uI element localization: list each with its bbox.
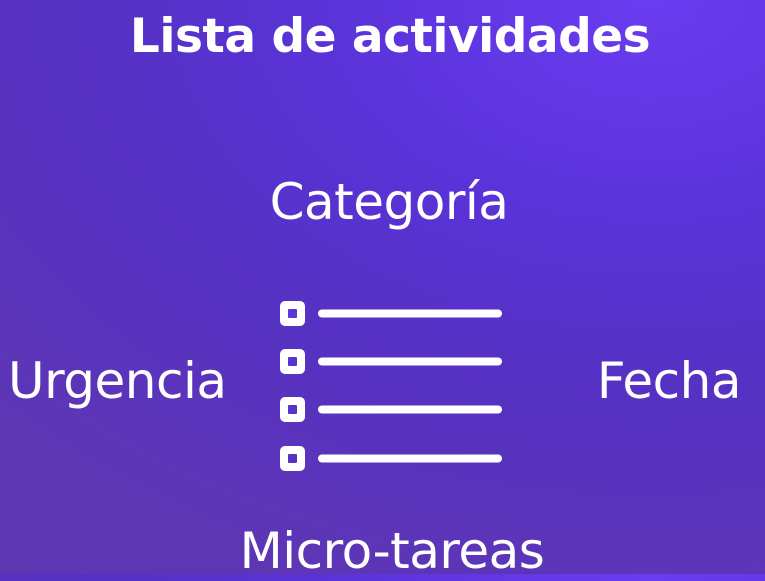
line-icon xyxy=(318,405,502,414)
label-fecha: Fecha xyxy=(596,352,742,410)
label-urgencia: Urgencia xyxy=(8,352,227,410)
checklist-row xyxy=(280,301,502,326)
line-icon xyxy=(318,454,502,463)
checklist-icon xyxy=(280,301,502,471)
line-icon xyxy=(318,357,502,366)
page-title: Lista de actividades xyxy=(129,9,651,64)
checklist-row xyxy=(280,397,502,422)
label-categoria: Categoría xyxy=(269,173,509,231)
checklist-row xyxy=(280,446,502,471)
line-icon xyxy=(318,309,502,318)
label-micro-tareas: Micro-tareas xyxy=(239,522,545,580)
checklist-row xyxy=(280,349,502,374)
